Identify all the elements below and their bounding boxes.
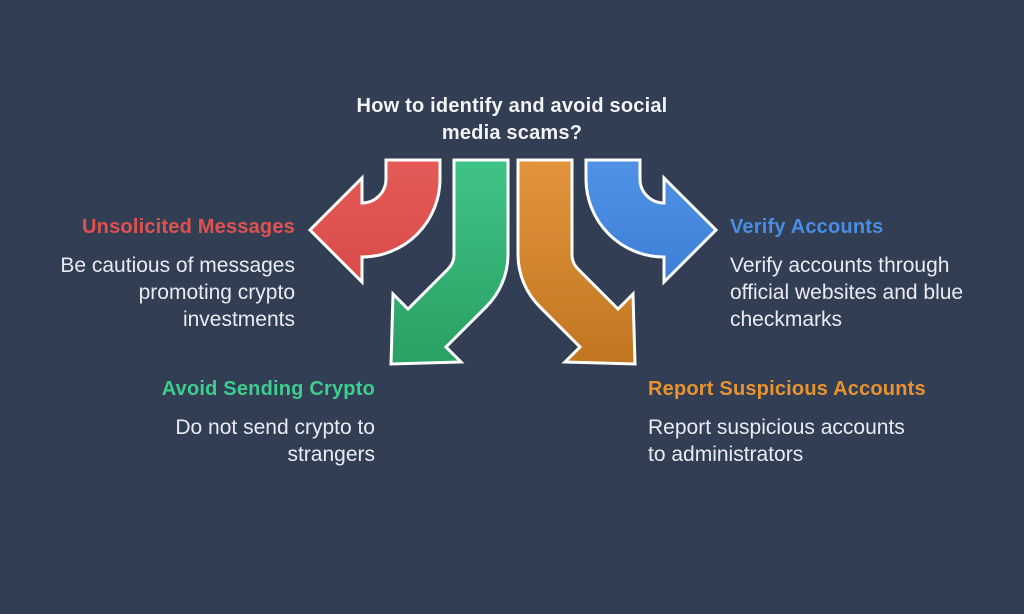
section-unsolicited-messages: Unsolicited Messages Be cautious of mess…: [0, 215, 295, 333]
section-heading-avoid-sending-crypto: Avoid Sending Crypto: [161, 378, 375, 400]
section-body-report-suspicious-accounts: Report suspicious accounts to administra…: [648, 416, 905, 466]
left-curved-arrow-icon: [307, 158, 442, 286]
section-report-suspicious-accounts: Report Suspicious Accounts Report suspic…: [648, 377, 968, 468]
section-avoid-sending-crypto: Avoid Sending Crypto Do not send crypto …: [75, 377, 375, 468]
section-heading-unsolicited-messages: Unsolicited Messages: [82, 216, 295, 238]
section-body-avoid-sending-crypto: Do not send crypto to strangers: [175, 416, 375, 466]
section-heading-report-suspicious-accounts: Report Suspicious Accounts: [648, 378, 926, 400]
down-left-curved-arrow-icon: [389, 158, 510, 366]
page-title-line-1: How to identify and avoid social: [356, 95, 668, 117]
page-title: How to identify and avoid social media s…: [0, 93, 1024, 147]
arrows-cluster: [307, 158, 719, 366]
section-body-verify-accounts: Verify accounts through official website…: [730, 254, 964, 331]
page-title-line-2: media scams?: [441, 122, 583, 144]
section-verify-accounts: Verify Accounts Verify accounts through …: [730, 215, 1010, 333]
section-body-unsolicited-messages: Be cautious of messages promoting crypto…: [60, 254, 295, 331]
down-right-curved-arrow-icon: [516, 158, 637, 366]
right-curved-arrow-icon: [584, 158, 719, 286]
section-heading-verify-accounts: Verify Accounts: [730, 216, 884, 238]
